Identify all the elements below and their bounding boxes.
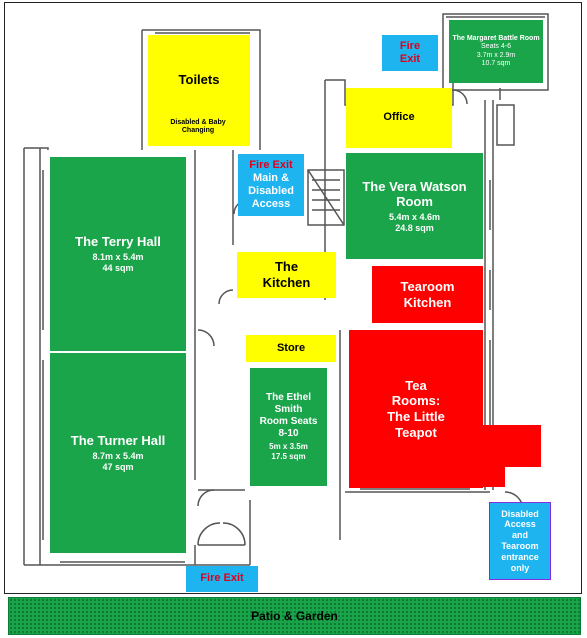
- turner-size: 8.7m x 5.4m: [92, 451, 144, 461]
- tea-rooms-annex-lower: [483, 465, 505, 487]
- office-room[interactable]: Office: [346, 88, 452, 148]
- turner-name: The Turner Hall: [70, 433, 166, 449]
- fire-exit-bottom-label: Fire Exit: [200, 572, 244, 585]
- vera-area: 24.8 sqm: [395, 222, 434, 233]
- turner-area: 47 sqm: [102, 461, 134, 472]
- terry-hall[interactable]: The Terry Hall 8.1m x 5.4m 44 sqm: [50, 157, 186, 351]
- fire-exit-top[interactable]: Fire Exit: [382, 35, 438, 71]
- ethel-smith-room[interactable]: The Ethel Smith Room Seats 8-10 5m x 3.5…: [250, 368, 327, 486]
- ethel-size: 5m x 3.5m: [269, 442, 308, 452]
- patio-garden[interactable]: Patio & Garden: [8, 597, 581, 635]
- main-exit-detail: Main & Disabled Access: [248, 171, 294, 211]
- main-disabled-access-exit[interactable]: Fire Exit Main & Disabled Access: [238, 154, 304, 216]
- tea-rooms-annex: [483, 425, 541, 467]
- store-room[interactable]: Store: [246, 335, 336, 362]
- disabled-tearoom-entrance[interactable]: Disabled Access and Tearoom entrance onl…: [489, 502, 551, 580]
- vera-watson-room[interactable]: The Vera Watson Room 5.4m x 4.6m 24.8 sq…: [346, 153, 483, 259]
- vera-size: 5.4m x 4.6m: [388, 211, 441, 222]
- fire-exit-bottom[interactable]: Fire Exit: [186, 566, 258, 592]
- fire-exit-top-label: Fire Exit: [399, 39, 421, 65]
- kitchen-room[interactable]: The Kitchen: [237, 252, 336, 298]
- main-exit-title: Fire Exit: [249, 158, 293, 171]
- vera-name: The Vera Watson Room: [362, 178, 467, 210]
- ethel-area: 17.5 sqm: [271, 452, 306, 461]
- margaret-size: 3.7m x 2.9m: [476, 51, 516, 59]
- margaret-seats: Seats 4-6: [481, 43, 511, 51]
- disabled-entrance-label: Disabled Access and Tearoom entrance onl…: [501, 508, 539, 573]
- turner-hall[interactable]: The Turner Hall 8.7m x 5.4m 47 sqm: [50, 353, 186, 553]
- tea-rooms-label: Tea Rooms: The Little Teapot: [387, 377, 445, 440]
- toilets-room[interactable]: Toilets: [148, 35, 250, 146]
- terry-size: 8.1m x 5.4m: [92, 252, 144, 262]
- toilets-note: Disabled & Baby Changing: [170, 118, 226, 134]
- terry-area: 44 sqm: [102, 262, 134, 273]
- tearoom-kitchen[interactable]: Tearoom Kitchen: [372, 266, 483, 323]
- margaret-name: The Margaret Battle Room: [452, 34, 540, 42]
- kitchen-label: The Kitchen: [262, 259, 311, 290]
- terry-name: The Terry Hall: [75, 234, 161, 250]
- patio-garden-label: Patio & Garden: [251, 609, 338, 623]
- margaret-area: 10.7 sqm: [481, 59, 511, 67]
- margaret-battle-room[interactable]: The Margaret Battle Room Seats 4-6 3.7m …: [449, 20, 543, 83]
- store-label: Store: [276, 341, 306, 354]
- toilets-label: Toilets: [178, 71, 220, 87]
- tea-rooms-area[interactable]: Tea Rooms: The Little Teapot: [349, 330, 483, 488]
- tearoom-kitchen-label: Tearoom Kitchen: [400, 278, 455, 310]
- ethel-name: The Ethel Smith Room Seats 8-10: [259, 392, 318, 440]
- office-label: Office: [383, 111, 415, 124]
